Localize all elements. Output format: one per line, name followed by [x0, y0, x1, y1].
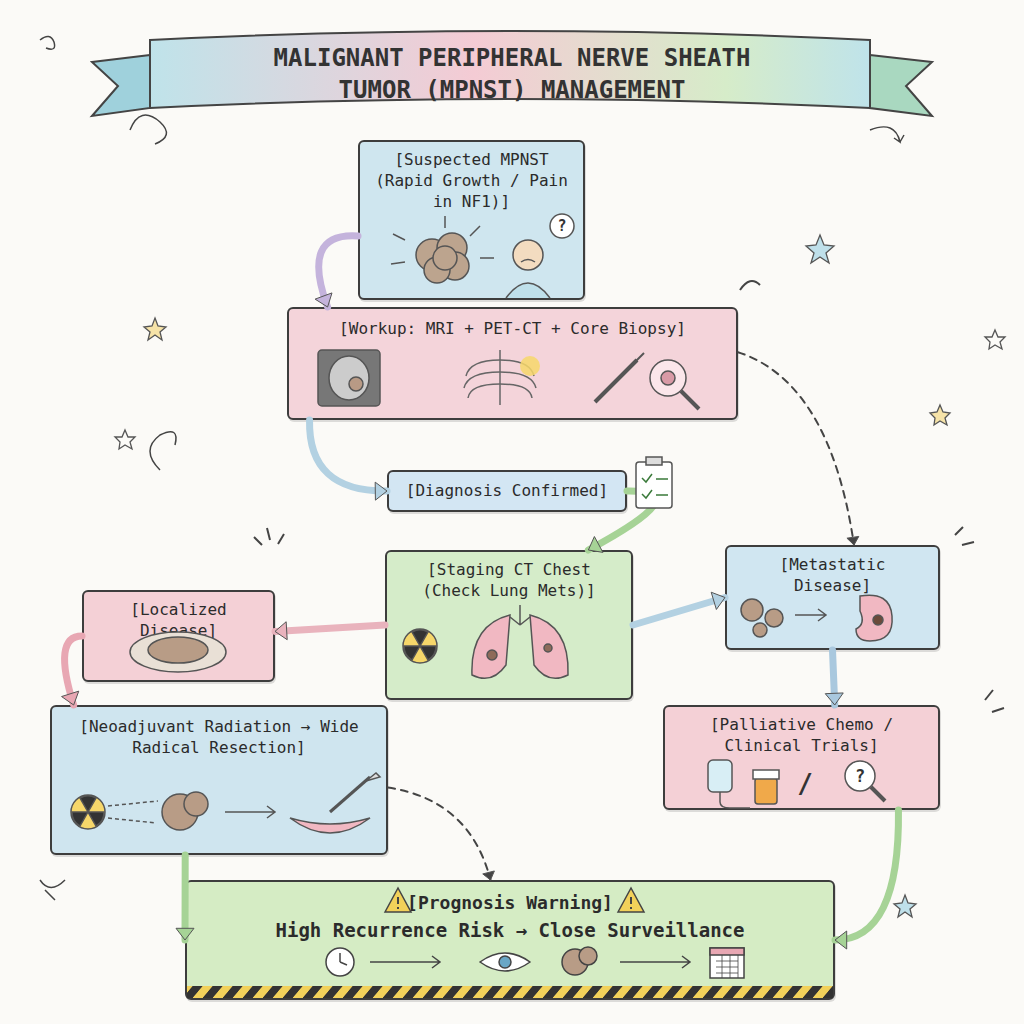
node-title: [Palliative Chemo / Clinical Trials]: [675, 715, 928, 757]
connector-line: [738, 352, 854, 545]
connector-line: [588, 491, 656, 550]
flow-arrow: [176, 855, 194, 940]
branch-box: [Localized Disease]: [82, 590, 275, 682]
flow-arrow: [62, 636, 82, 705]
banner-title: MALIGNANT PERIPHERAL NERVE SHEATH TUMOR …: [252, 42, 772, 106]
process-box: [Workup: MRI + PET-CT + Core Biopsy]: [287, 307, 738, 420]
connector-line: [310, 420, 387, 491]
node-title: [Localized Disease]: [94, 600, 263, 642]
connector-line: [633, 598, 725, 626]
process-box: [Staging CT Chest (Check Lung Mets)]: [385, 550, 633, 700]
flow-arrow: [825, 650, 843, 705]
arrow-head: [835, 931, 847, 949]
node-title: [Metastatic Disease]: [737, 555, 928, 597]
node-title: [Prognosis Warning]: [197, 891, 823, 914]
arrow-head: [375, 482, 387, 500]
arrow-head: [483, 871, 495, 880]
node-title: [Staging CT Chest (Check Lung Mets)]: [397, 560, 621, 602]
node-title: [Diagnosis Confirmed]: [399, 481, 615, 502]
connector-line: [388, 788, 491, 881]
node-title: [Suspected MPNST (Rapid Growth / Pain in…: [370, 150, 573, 212]
flow-arrow: [835, 810, 898, 949]
connector-line: [182, 855, 189, 940]
arrow-head: [711, 592, 725, 609]
arrow-head: [275, 622, 287, 640]
node-title: [Workup: MRI + PET-CT + Core Biopsy]: [299, 319, 726, 340]
flow-arrow: [315, 236, 358, 307]
flow-arrow: [588, 491, 656, 552]
connector-line: [835, 810, 898, 940]
warning-box: [Prognosis Warning] High Recurrence Risk …: [185, 880, 835, 1000]
start-box: [Suspected MPNST (Rapid Growth / Pain in…: [358, 140, 585, 300]
arrow-head: [825, 693, 843, 705]
flow-arrow: [275, 622, 385, 640]
flow-arrow: [633, 592, 725, 625]
arrow-head: [315, 293, 332, 307]
node-body: High Recurrence Risk → Close Surveillanc…: [197, 918, 823, 943]
dashed-arrow: [738, 352, 859, 545]
dashed-arrow: [388, 788, 494, 881]
connector-line: [275, 625, 385, 631]
arrow-head: [176, 928, 194, 940]
arrow-head: [588, 537, 603, 553]
arrow-head: [62, 691, 79, 705]
arrow-head: [847, 536, 859, 545]
branch-box: [Metastatic Disease]: [725, 545, 940, 650]
process-box: [Diagnosis Confirmed]: [387, 470, 627, 512]
treatment-box: [Neoadjuvant Radiation → Wide Radical Re…: [50, 705, 388, 855]
node-title: [Neoadjuvant Radiation → Wide Radical Re…: [62, 717, 376, 759]
treatment-box: [Palliative Chemo / Clinical Trials]: [663, 705, 940, 810]
flow-arrow: [310, 420, 387, 500]
